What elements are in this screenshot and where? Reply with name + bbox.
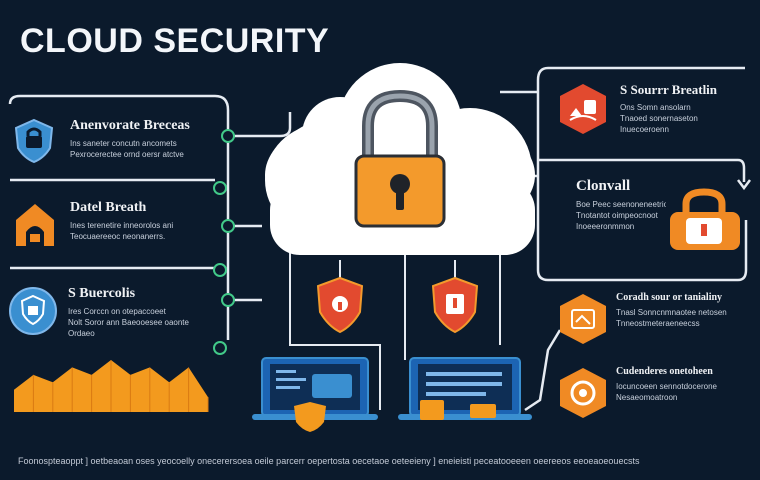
- card-left-3-line-3: Ordaeo: [68, 329, 95, 338]
- node-3: [221, 219, 235, 233]
- right-divider: [538, 158, 746, 182]
- card-left-3-line-1: Ires Corccn on otepaccoeet: [68, 307, 166, 316]
- card-left-1: Anenvorate Breceas Ins saneter concutn a…: [14, 118, 214, 164]
- card-right-1: S Sourrr Breatlin Ons Somn ansolarn Tnao…: [556, 82, 746, 135]
- node-2: [213, 181, 227, 195]
- house-lock-icon: [14, 202, 56, 253]
- card-right-4-title: Cudenderes onetoheen: [616, 366, 713, 377]
- shield-icon: [14, 118, 54, 169]
- card-left-3-title: S Buercolis: [68, 286, 136, 301]
- right-link-bottom: [524, 329, 562, 412]
- card-right-1-title: S Sourrr Breatlin: [620, 82, 718, 97]
- page-title: CLOUD SECURITY: [20, 22, 330, 60]
- card-left-2-line-2: Teocuaereeoc neonanerrs.: [70, 232, 166, 241]
- card-left-2: Datel Breath Ines terenetire inneorolos …: [14, 200, 214, 246]
- card-left-3: S Buercolis Ires Corccn on otepaccoeet N…: [8, 286, 214, 339]
- laptop-right-icon: [398, 357, 532, 420]
- warning-hexagon-icon: [556, 82, 610, 141]
- node-4: [213, 263, 227, 277]
- node-5: [221, 293, 235, 307]
- card-right-2-line-2: Tnotantot oimpeocnoot: [576, 211, 658, 220]
- node-1: [221, 129, 235, 143]
- left-frame-line: [8, 94, 230, 340]
- card-right-3-title: Coradh sour or tanialiny: [616, 292, 723, 303]
- card-right-2-line-1: Boe Peec seenoneneetrioto: [576, 200, 666, 209]
- card-right-1-line-3: Inuecoeroenn: [620, 125, 669, 134]
- card-right-4: Cudenderes onetoheen Iocuncoeen sennotdo…: [556, 366, 746, 418]
- cloud-padlock-icon: [354, 89, 446, 228]
- card-left-1-title: Anenvorate Breceas: [70, 118, 190, 133]
- card-left-1-line-2: Pexrocerectee ornd oersr atctve: [70, 150, 184, 159]
- card-right-1-line-2: Tnaoed sonernaseton: [620, 114, 698, 123]
- card-left-1-line-1: Ins saneter concutn ancomets: [70, 139, 177, 148]
- node-6: [213, 341, 227, 355]
- shield-globe-icon: [8, 286, 58, 341]
- shield-alert-icon: [431, 276, 479, 334]
- arrow-head-icon: [737, 179, 751, 191]
- access-hexagon-icon: [556, 292, 610, 351]
- laptop-left-icon: [252, 357, 378, 432]
- area-chart: [14, 360, 209, 412]
- card-right-3-line-1: Tnasl Sonncnmnaotee netosen: [616, 308, 727, 317]
- right-frame-line: [536, 66, 748, 282]
- card-right-4-line-1: Iocuncoeen sennotdocerone: [616, 382, 717, 391]
- card-right-2-title: Clonvall: [576, 178, 631, 194]
- card-right-3: Coradh sour or tanialiny Tnasl Sonncnmna…: [556, 292, 746, 344]
- shield-lock-icon: [316, 276, 364, 334]
- card-left-2-title: Datel Breath: [70, 200, 147, 215]
- left-link-cloud-top: [228, 112, 292, 138]
- center-line-laptop: [300, 344, 381, 410]
- card-right-1-line-1: Ons Somn ansolarn: [620, 103, 691, 112]
- footer-text: Foonospteaoppt ] oetbeaoan oses yeocoell…: [18, 456, 640, 466]
- settings-hexagon-icon: [556, 366, 610, 425]
- card-left-3-line-2: Nolt Soror ann Baeooesee oaonte: [68, 318, 189, 327]
- card-right-3-line-2: Tnneostmeteraeneecss: [616, 319, 700, 328]
- card-right-4-line-2: Nesaeomoatroon: [616, 393, 678, 402]
- card-right-2: Clonvall Boe Peec seenoneneetrioto Tnota…: [576, 178, 746, 250]
- padlock-icon: [664, 188, 744, 257]
- left-nodes: [213, 129, 235, 355]
- card-right-2-line-3: Inoeeeronmmon: [576, 222, 635, 231]
- card-left-2-line-1: Ines terenetire inneorolos ani: [70, 221, 174, 230]
- center-line-left: [289, 240, 300, 346]
- left-connectors: [8, 94, 292, 340]
